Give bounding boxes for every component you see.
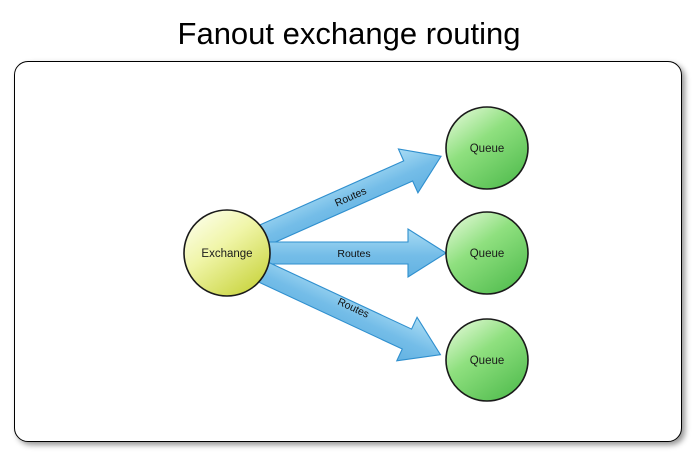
arrow-shape xyxy=(265,228,448,278)
node-queue-1[interactable]: Queue xyxy=(445,106,529,190)
edge-label-routes-2: Routes xyxy=(337,248,370,260)
queue-label-2: Queue xyxy=(470,248,505,260)
node-exchange[interactable]: Exchange xyxy=(183,209,271,297)
queue-circle xyxy=(445,211,529,295)
exchange-circle xyxy=(183,209,271,297)
exchange-label: Exchange xyxy=(201,248,252,260)
node-queue-3[interactable]: Queue xyxy=(445,318,529,402)
queue-label-1: Queue xyxy=(470,143,505,155)
edge-exchange-to-queue-1[interactable]: Routes xyxy=(252,134,451,258)
queue-circle xyxy=(445,106,529,190)
queue-circle xyxy=(445,318,529,402)
arrow-shape xyxy=(255,260,442,362)
node-queue-2[interactable]: Queue xyxy=(445,211,529,295)
page-title: Fanout exchange routing xyxy=(177,16,521,51)
queue-label-3: Queue xyxy=(470,355,505,367)
edge-exchange-to-queue-3[interactable]: Routes xyxy=(251,249,451,376)
edge-exchange-to-queue-2[interactable]: Routes xyxy=(265,228,448,278)
arrow-shape xyxy=(256,148,442,247)
